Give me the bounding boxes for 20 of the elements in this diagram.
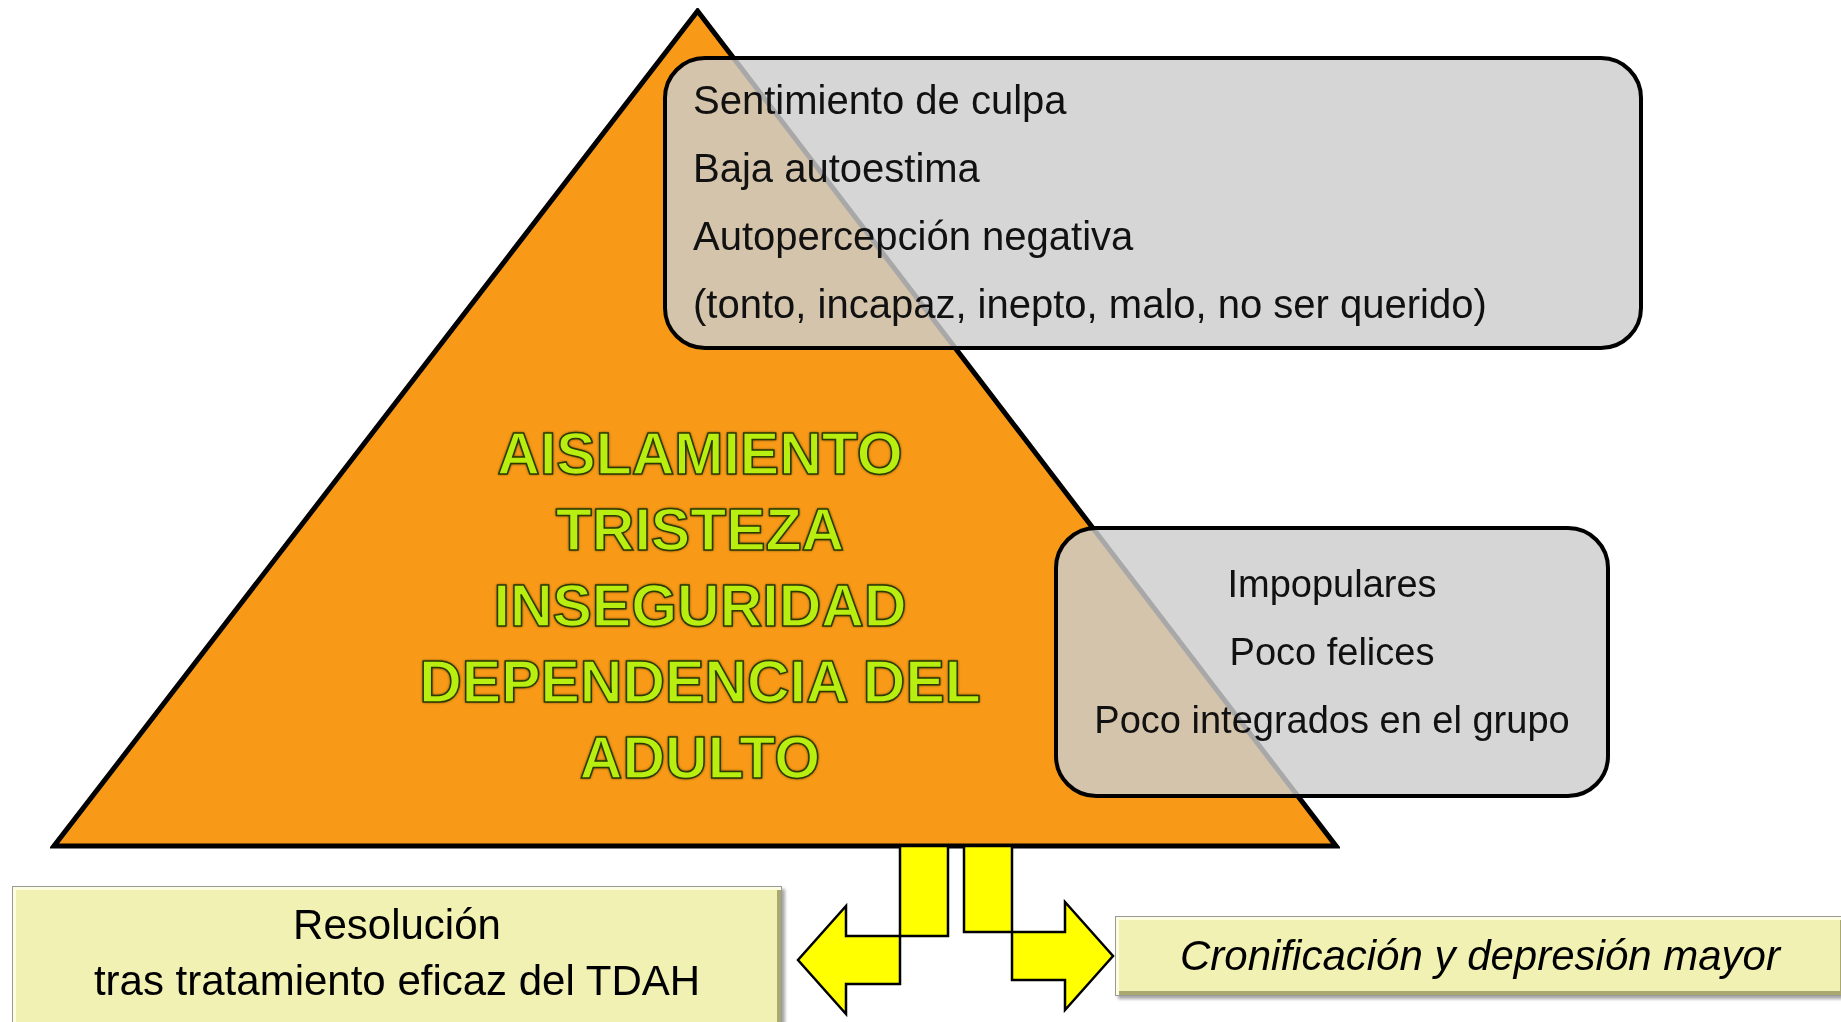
outcome-box xyxy=(12,886,782,1022)
list-item-text: Baja autoestima xyxy=(693,145,980,192)
heading-text: TRISTEZA xyxy=(555,496,845,565)
rounded-note-box xyxy=(663,56,1643,350)
outcome-text: tras tratamiento eficaz del TDAH xyxy=(93,956,701,1006)
list-item-text: Impopulares xyxy=(1227,562,1437,607)
block-arrow xyxy=(962,844,1115,1014)
heading-text: AISLAMIENTO xyxy=(497,420,903,489)
outcome-text: Resolución xyxy=(293,900,501,950)
block-arrow xyxy=(796,844,950,1018)
heading-text: DEPENDENCIA DEL ADULTO xyxy=(418,648,982,793)
rounded-note-box xyxy=(1054,526,1610,798)
outcome-text: Cronificación y depresión mayor xyxy=(1180,931,1780,981)
list-item-text: Sentimiento de culpa xyxy=(693,77,1067,124)
list-item-text: (tonto, incapaz, inepto, malo, no ser querido) xyxy=(693,281,1487,328)
list-item-text: Poco felices xyxy=(1229,630,1435,675)
heading-text: INSEGURIDAD xyxy=(493,572,907,641)
outcome-box xyxy=(1115,916,1841,996)
list-item-text: Poco integrados en el grupo xyxy=(1094,698,1570,743)
list-item-text: Autopercepción negativa xyxy=(693,213,1134,260)
